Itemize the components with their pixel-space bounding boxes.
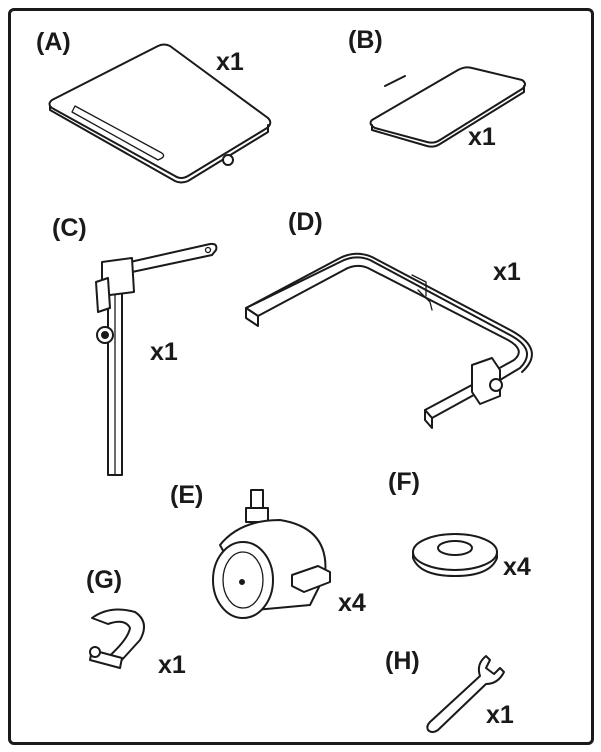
part-b-label: (B) bbox=[348, 26, 383, 54]
part-e-caster-drawing bbox=[212, 489, 331, 619]
part-b-small-tray-drawing bbox=[369, 66, 526, 148]
part-e-label: (E) bbox=[170, 481, 204, 509]
diagram-border bbox=[8, 8, 594, 745]
part-d-quantity: x1 bbox=[493, 258, 521, 286]
part-h-wrench-drawing bbox=[426, 655, 505, 733]
part-a-quantity: x1 bbox=[216, 48, 244, 76]
part-f-washer-drawing bbox=[412, 533, 498, 577]
part-a-tray-drawing bbox=[48, 43, 272, 184]
part-f-label: (F) bbox=[388, 468, 420, 496]
part-a-label: (A) bbox=[36, 28, 71, 56]
part-e-quantity: x4 bbox=[338, 589, 366, 617]
part-c-quantity: x1 bbox=[150, 338, 178, 366]
part-g-clip-drawing bbox=[89, 608, 145, 669]
part-h-quantity: x1 bbox=[486, 701, 514, 729]
part-f-quantity: x4 bbox=[503, 553, 531, 581]
part-d-label: (D) bbox=[288, 208, 323, 236]
part-c-label: (C) bbox=[52, 214, 87, 242]
part-b-quantity: x1 bbox=[468, 123, 496, 151]
part-g-quantity: x1 bbox=[158, 651, 186, 679]
part-d-frame-drawing bbox=[245, 252, 533, 429]
part-h-label: (H) bbox=[385, 647, 420, 675]
part-c-pole-drawing bbox=[95, 242, 218, 476]
part-g-label: (G) bbox=[86, 566, 123, 594]
